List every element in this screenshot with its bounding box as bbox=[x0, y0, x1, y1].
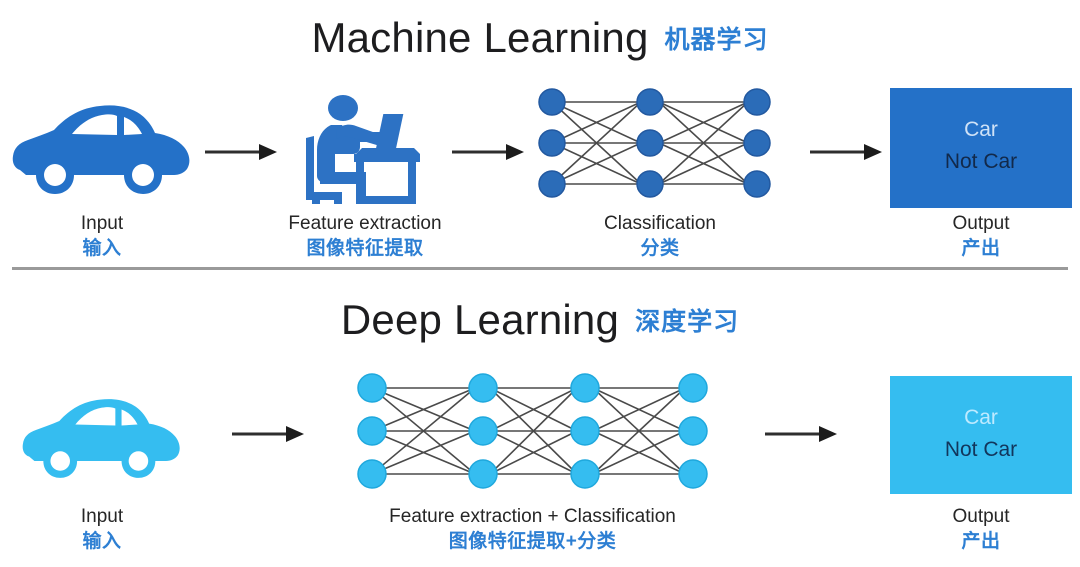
ml-arrow-3-icon bbox=[810, 143, 882, 161]
dl-caption-output-en: Output bbox=[952, 506, 1010, 527]
ml-caption-classification-en: Classification bbox=[604, 213, 716, 234]
ml-caption-output-en: Output bbox=[952, 213, 1010, 234]
ml-caption-input-cn: 输入 bbox=[82, 238, 122, 259]
ml-output-notcar-label: Not Car bbox=[944, 150, 1018, 173]
dl-output-box: Car Not Car bbox=[890, 376, 1072, 494]
ml-caption-feature-extraction-en: Feature extraction bbox=[288, 213, 442, 234]
dl-arrow-2-icon bbox=[765, 425, 837, 443]
dl-caption-feature-classification-cn: 图像特征提取+分类 bbox=[448, 531, 617, 552]
deep-learning-title: Deep Learning 深度学习 bbox=[0, 296, 1080, 344]
person-at-laptop-icon bbox=[296, 92, 432, 204]
ml-caption-classification-cn: 分类 bbox=[640, 238, 680, 259]
deep-learning-title-en: Deep Learning bbox=[340, 296, 620, 343]
ml-car-icon bbox=[12, 98, 192, 198]
machine-learning-title-en: Machine Learning bbox=[311, 14, 649, 61]
dl-caption-input: Input 输入 bbox=[12, 505, 192, 555]
deep-learning-title-cn: 深度学习 bbox=[635, 308, 740, 336]
dl-neural-network-icon bbox=[355, 372, 710, 490]
dl-caption-feature-classification: Feature extraction + Classification 图像特征… bbox=[325, 505, 740, 555]
ml-caption-classification: Classification 分类 bbox=[545, 212, 775, 262]
dl-caption-input-en: Input bbox=[80, 506, 124, 527]
ml-output-car-label: Car bbox=[964, 118, 998, 141]
dl-output-car-label: Car bbox=[964, 406, 998, 429]
dl-output-notcar-label: Not Car bbox=[944, 438, 1018, 461]
ml-neural-network-icon bbox=[534, 86, 784, 200]
machine-learning-title: Machine Learning 机器学习 bbox=[0, 14, 1080, 62]
ml-arrow-2-icon bbox=[452, 143, 524, 161]
ml-caption-feature-extraction-cn: 图像特征提取 bbox=[306, 238, 424, 259]
dl-arrow-1-icon bbox=[232, 425, 304, 443]
ml-output-box: Car Not Car bbox=[890, 88, 1072, 208]
ml-caption-output-cn: 产出 bbox=[961, 238, 1001, 259]
ml-caption-input-en: Input bbox=[80, 213, 124, 234]
dl-caption-input-cn: 输入 bbox=[82, 531, 122, 552]
dl-caption-output: Output 产出 bbox=[890, 505, 1072, 555]
dl-caption-output-cn: 产出 bbox=[961, 531, 1001, 552]
ml-caption-input: Input 输入 bbox=[12, 212, 192, 262]
ml-arrow-1-icon bbox=[205, 143, 277, 161]
ml-caption-output: Output 产出 bbox=[890, 212, 1072, 262]
dl-car-icon bbox=[22, 392, 182, 482]
dl-caption-feature-classification-en: Feature extraction + Classification bbox=[389, 506, 676, 527]
section-divider bbox=[12, 267, 1068, 270]
machine-learning-title-cn: 机器学习 bbox=[664, 26, 769, 54]
ml-caption-feature-extraction: Feature extraction 图像特征提取 bbox=[250, 212, 480, 262]
